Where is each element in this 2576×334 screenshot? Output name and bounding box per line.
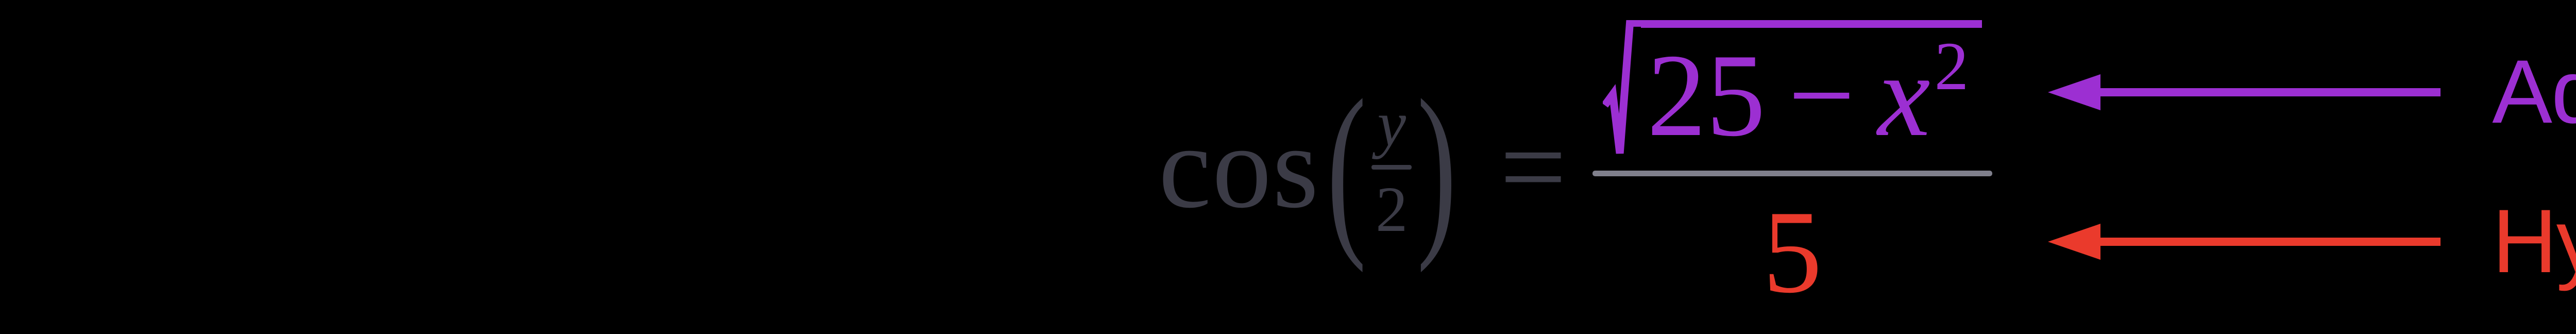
argument-fraction-bar — [1371, 164, 1412, 170]
equals-sign: = — [1500, 101, 1567, 232]
main-fraction: 25−x2 5 — [1592, 20, 1993, 318]
cosine-function-name: cos — [1158, 101, 1320, 232]
left-arrow-icon — [2048, 74, 2441, 110]
argument-numerator: y — [1377, 88, 1406, 160]
argument-fraction: y 2 — [1371, 88, 1412, 245]
radical-icon — [1603, 20, 1641, 158]
radicand: 25−x2 — [1640, 20, 1982, 161]
fraction-numerator: 25−x2 — [1603, 20, 1982, 158]
left-arrow-icon — [2048, 224, 2441, 260]
radicand-number: 25 — [1647, 29, 1766, 161]
annotations: Adjacent Hypotenuse — [2044, 38, 2576, 296]
annotation-adjacent: Adjacent — [2044, 38, 2576, 146]
annotation-hypotenuse: Hypotenuse — [2044, 188, 2576, 296]
open-paren: ( — [1327, 60, 1366, 273]
radicand-exponent: 2 — [1934, 28, 1969, 105]
radicand-variable: x — [1877, 29, 1930, 161]
annotation-label-hypotenuse: Hypotenuse — [2492, 191, 2576, 292]
argument-denominator: 2 — [1375, 174, 1408, 245]
main-fraction-bar — [1592, 171, 1993, 176]
annotation-label-adjacent: Adjacent — [2492, 42, 2576, 142]
equation: cos ( y 2 ) = 25−x2 5 — [1158, 20, 1993, 318]
minus-operator: − — [1788, 29, 1855, 161]
fraction-denominator: 5 — [1762, 186, 1822, 318]
close-paren: ) — [1417, 60, 1457, 273]
